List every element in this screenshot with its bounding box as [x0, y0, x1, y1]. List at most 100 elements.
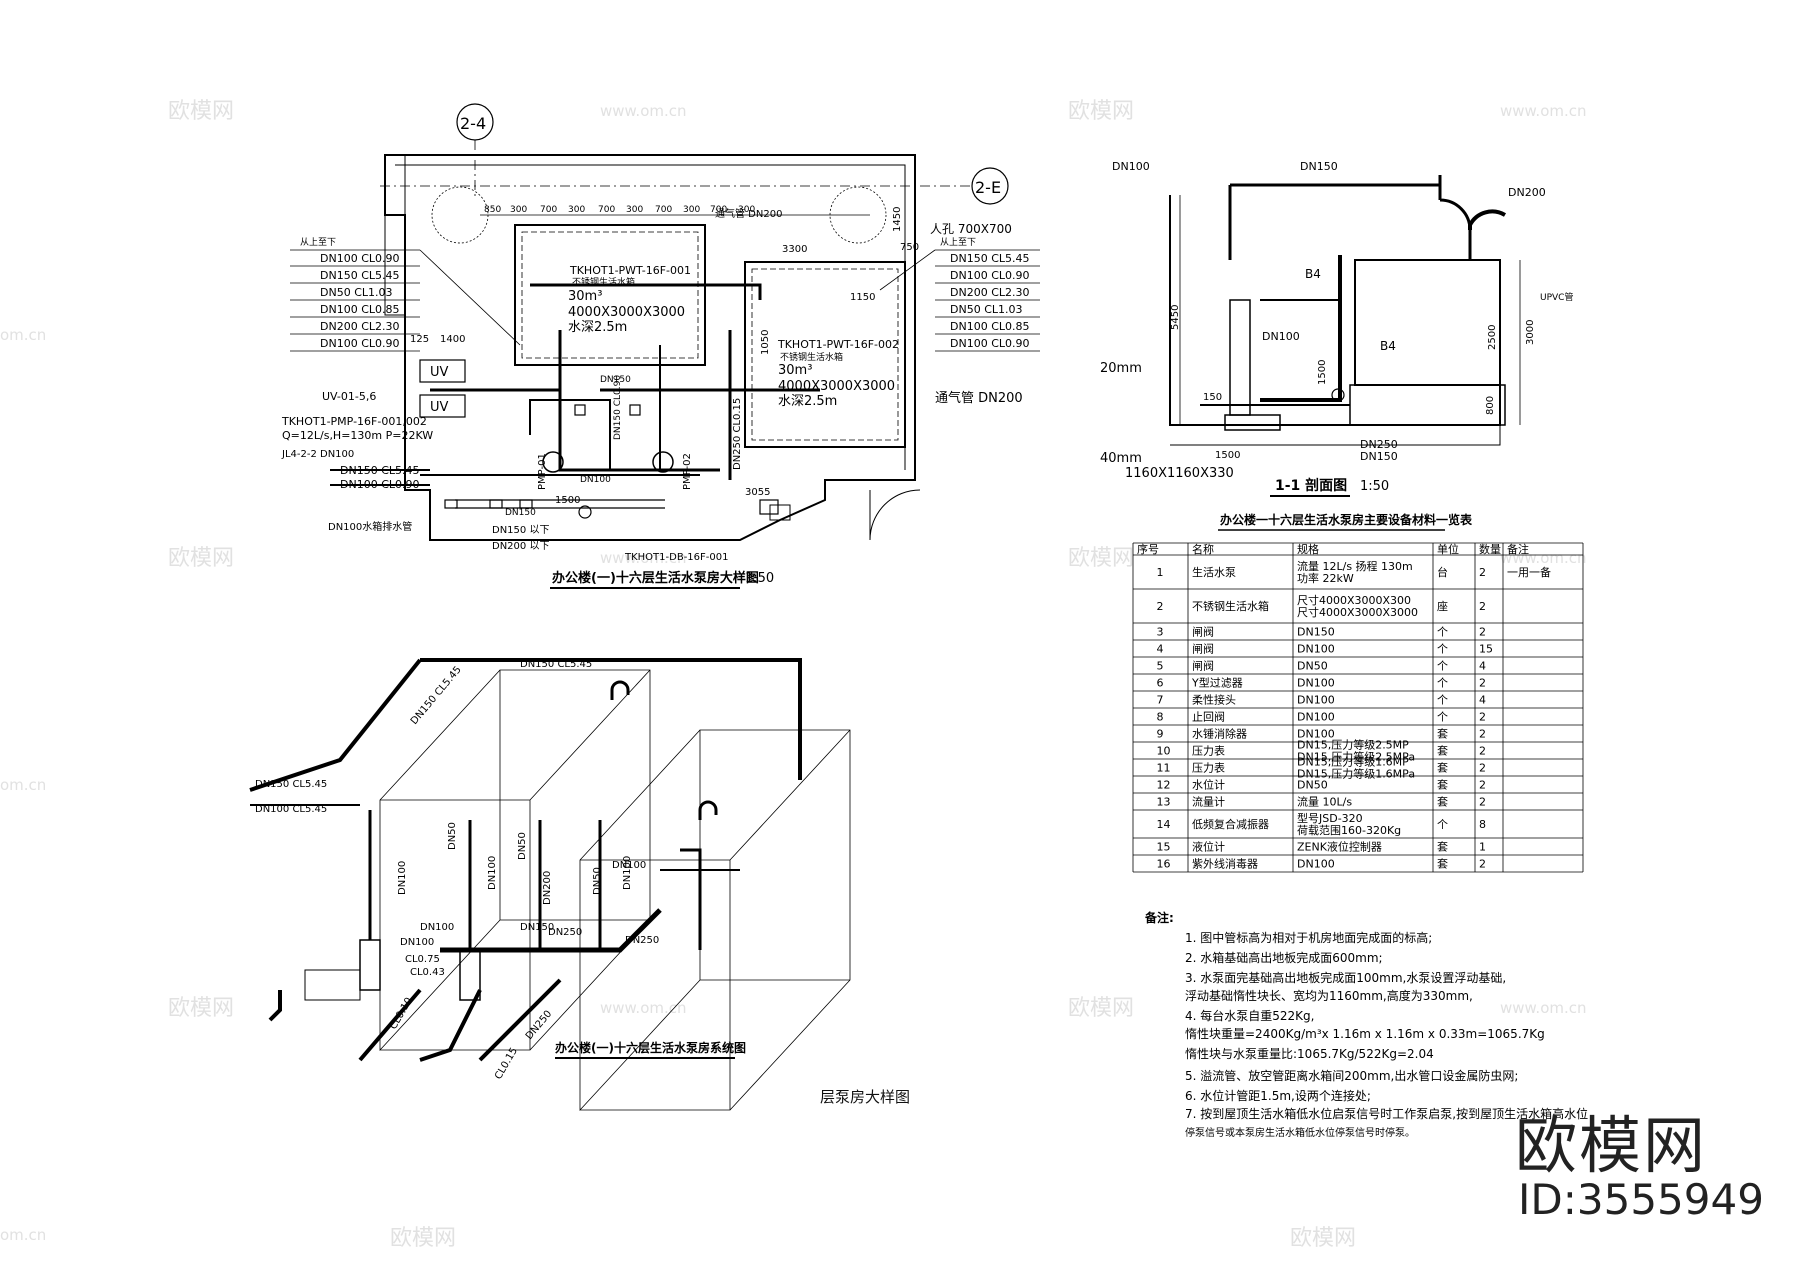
pipe-label: DN150	[600, 375, 631, 385]
plan-title: 办公楼(一)十六层生活水泵房大样图	[552, 570, 759, 586]
tank1-desc: 不锈钢生活水箱	[572, 276, 635, 288]
table-cell: 型号JSD-320	[1297, 811, 1363, 825]
pipe-label: DN100水箱排水管	[328, 520, 412, 533]
iso-pump-2	[459, 949, 481, 1001]
note-line: 5. 溢流管、放空管距离水箱间200mm,出水管口设金属防虫网;	[1185, 1068, 1518, 1083]
pipe-label: DN150 CL0.90	[613, 375, 623, 440]
table-cell: 个	[1437, 818, 1448, 831]
iso-label: DN250	[625, 935, 659, 946]
watermark-url: www.om.cn	[1500, 102, 1587, 120]
pipe-label: DN250 CL0.15	[732, 398, 743, 470]
tank-1	[514, 224, 706, 366]
uv-box-label: UV	[430, 365, 449, 380]
section-label: 40mm	[1100, 451, 1142, 466]
table-cell: 液位计	[1192, 840, 1225, 854]
section-label: DN100	[1262, 330, 1300, 343]
section-label: B4	[1380, 339, 1396, 353]
dim: 300	[568, 205, 585, 215]
iso-label: DN100 CL5.45	[255, 804, 327, 815]
table-cell: 2	[1157, 600, 1164, 613]
watermark-text: 欧模网	[168, 996, 234, 1021]
table-cell: DN100	[1297, 728, 1335, 741]
pump-spec: Q=12L/s,H=130m P=22KW	[282, 429, 433, 442]
iso-label: DN100	[487, 856, 498, 890]
note-line: 惰性块重量=2400Kg/m³x 1.16m x 1.16m x 0.33m=1…	[1185, 1027, 1545, 1041]
left-list-header: 从上至下	[300, 237, 336, 248]
tank1-vol: 30m³	[568, 289, 602, 304]
table-cell: 荷载范围160-320Kg	[1297, 823, 1401, 837]
table-cell: 2	[1479, 566, 1486, 579]
table-cell: 个	[1437, 694, 1448, 707]
table-cell: DN15,压力等级1.6MP	[1297, 755, 1409, 769]
table-cell: DN100	[1297, 694, 1335, 707]
pipe-label: DN150	[505, 508, 536, 518]
section-dim: 2500	[1487, 325, 1498, 350]
notes-block: 备注: 1. 图中管标高为相对于机房地面完成面的标高; 2. 水箱基础高出地板完…	[1144, 910, 1588, 1139]
pump-tag-2: JL4-2-2 DN100	[281, 449, 354, 460]
iso-label: DN100	[420, 922, 454, 933]
pipe-label: DN100 CL0.90	[340, 478, 420, 491]
table-cell: 压力表	[1192, 744, 1225, 758]
iso-label: DN250	[548, 927, 582, 938]
table-cell: 套	[1437, 745, 1448, 758]
table-cell: 台	[1437, 565, 1448, 579]
right-list-header: 从上至下	[940, 237, 976, 248]
table-cell: 2	[1479, 762, 1486, 775]
table-cell: 个	[1437, 677, 1448, 690]
table-cell: 8	[1157, 711, 1164, 724]
table-cell: DN50	[1297, 660, 1328, 673]
drawing-caption: 层泵房大样图	[820, 1088, 911, 1106]
section-label: B4	[1305, 267, 1321, 281]
note-line: 3. 水泵面完基础高出地板完成面100mm,水泵设置浮动基础,	[1185, 970, 1506, 985]
table-cell: DN15,压力等级1.6MPa	[1297, 767, 1415, 781]
watermark-url: www.om.cn	[1500, 999, 1587, 1017]
table-cell: 4	[1157, 643, 1164, 656]
note-line: 停泵信号或本泵房生活水箱低水位停泵信号时停泵。	[1185, 1126, 1415, 1139]
isometric-view: DN150 CL5.45 DN150 CL5.45 DN150 CL5.45 D…	[249, 658, 851, 1112]
uv-unit-1	[419, 359, 466, 383]
table-cell: 闸阀	[1192, 625, 1214, 639]
table-cell: DN150	[1297, 626, 1335, 639]
section-label: 1160X1160X330	[1125, 466, 1234, 481]
manhole-label: 人孔 700X700	[930, 222, 1012, 236]
table-cell: 压力表	[1192, 761, 1225, 775]
watermark-text: 欧模网	[1290, 1226, 1356, 1251]
table-cell: 水锤消除器	[1192, 727, 1247, 741]
table-cell: 备注	[1507, 542, 1529, 556]
table-cell: 2	[1479, 711, 1486, 724]
dim: 1150	[850, 292, 875, 303]
tank2-vol: 30m³	[778, 363, 812, 378]
note-line: 4. 每台水泵自重522Kg,	[1185, 1008, 1314, 1023]
table-cell: 个	[1437, 643, 1448, 656]
table-cell: DN50	[1297, 779, 1328, 792]
watermark-text: 欧模网	[1068, 996, 1134, 1021]
table-cell: 4	[1479, 694, 1486, 707]
left-list-item: DN100 CL0.90	[320, 252, 400, 265]
table-cell: 闸阀	[1192, 659, 1214, 673]
watermark-url: www.om.cn	[1500, 549, 1587, 567]
dim: 700	[540, 205, 557, 215]
left-list-item: DN100 CL0.90	[320, 337, 400, 350]
left-list-item: DN200 CL2.30	[320, 320, 400, 333]
table-cell: 水位计	[1192, 778, 1225, 792]
drain-tag: TKHOT1-DB-16F-001	[624, 552, 728, 563]
table-cell: 3	[1157, 626, 1164, 639]
watermark-text: 欧模网	[168, 546, 234, 571]
dim: 700	[710, 205, 727, 215]
right-list-item: DN150 CL5.45	[950, 252, 1030, 265]
table-cell: DN100	[1297, 711, 1335, 724]
iso-label: CL0.15	[493, 1046, 520, 1082]
table-cell: 4	[1479, 660, 1486, 673]
table-grid	[1132, 542, 1584, 873]
iso-title: 办公楼(一)十六层生活水泵房系统图	[555, 1040, 746, 1055]
left-list-item: DN50 CL1.03	[320, 286, 393, 299]
table-cell: 10	[1157, 745, 1171, 758]
note-line: 6. 水位计管距1.5m,设两个连接处;	[1185, 1088, 1371, 1103]
section-label: DN200	[1508, 186, 1546, 199]
section-label: DN150	[1300, 160, 1338, 173]
dim: 700	[655, 205, 672, 215]
grid-label-2-4: 2-4	[460, 114, 486, 133]
note-line: 7. 按到屋顶生活水箱低水位启泵信号时工作泵启泵,按到屋顶生活水箱高水位	[1185, 1106, 1588, 1121]
